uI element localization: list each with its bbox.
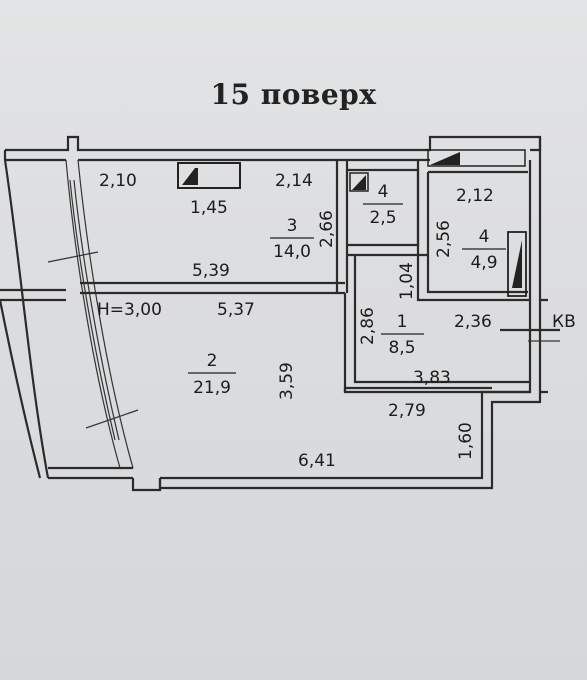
dim-1-45: 1,45 [190, 198, 228, 218]
room-1-area: 8,5 [388, 338, 415, 358]
room-4a-number: 4 [378, 182, 389, 202]
dim-3-83: 3,83 [413, 368, 451, 388]
ceiling-height: H=3,00 [97, 300, 162, 320]
window-marks [47, 251, 560, 429]
dim-3-59: 3,59 [277, 362, 297, 400]
outer-walls [0, 135, 548, 492]
window-tick-upper-icon [47, 251, 99, 263]
fixtures [177, 149, 527, 297]
dim-2-14: 2,14 [275, 171, 313, 191]
room-4a-area: 2,5 [369, 208, 396, 228]
room-1-number: 1 [397, 312, 408, 332]
dim-2-10: 2,10 [99, 171, 137, 191]
shaft-corner-icon [349, 172, 369, 192]
dim-2-66: 2,66 [317, 210, 337, 248]
dim-2-79: 2,79 [388, 401, 426, 421]
room-3-area: 14,0 [273, 242, 311, 262]
vent-shaft-icon [177, 162, 241, 189]
floor-title: 15 поверх [210, 78, 377, 111]
dim-6-41: 6,41 [298, 451, 336, 471]
bath-shaft-icon [507, 231, 527, 297]
dim-1-04: 1,04 [397, 262, 417, 300]
window-tick-lower-icon [85, 409, 139, 429]
dim-2-12: 2,12 [456, 186, 494, 206]
room-2-number: 2 [207, 351, 218, 371]
room-2-area: 21,9 [193, 378, 231, 398]
bath-shaft-fill-icon [512, 240, 522, 288]
dim-2-86: 2,86 [358, 307, 378, 345]
shaft-corner-fill-icon [352, 175, 366, 190]
vent-shaft-fill-icon [182, 168, 198, 185]
interior-walls [80, 160, 560, 394]
dim-2-56: 2,56 [434, 220, 454, 258]
corridor-label: КВ [552, 312, 576, 332]
dim-5-39: 5,39 [192, 261, 230, 281]
room-4b-area: 4,9 [470, 253, 497, 273]
room-3-number: 3 [287, 216, 298, 236]
top-vent-icon [427, 149, 526, 167]
dim-1-60: 1,60 [456, 422, 476, 460]
dim-2-36: 2,36 [454, 312, 492, 332]
labels: 2,10 1,45 2,14 3 14,0 2,66 4 2,5 2,12 2,… [97, 171, 576, 471]
room-4b-number: 4 [479, 227, 490, 247]
top-vent-fill-icon [430, 152, 460, 165]
dim-5-37: 5,37 [217, 300, 255, 320]
